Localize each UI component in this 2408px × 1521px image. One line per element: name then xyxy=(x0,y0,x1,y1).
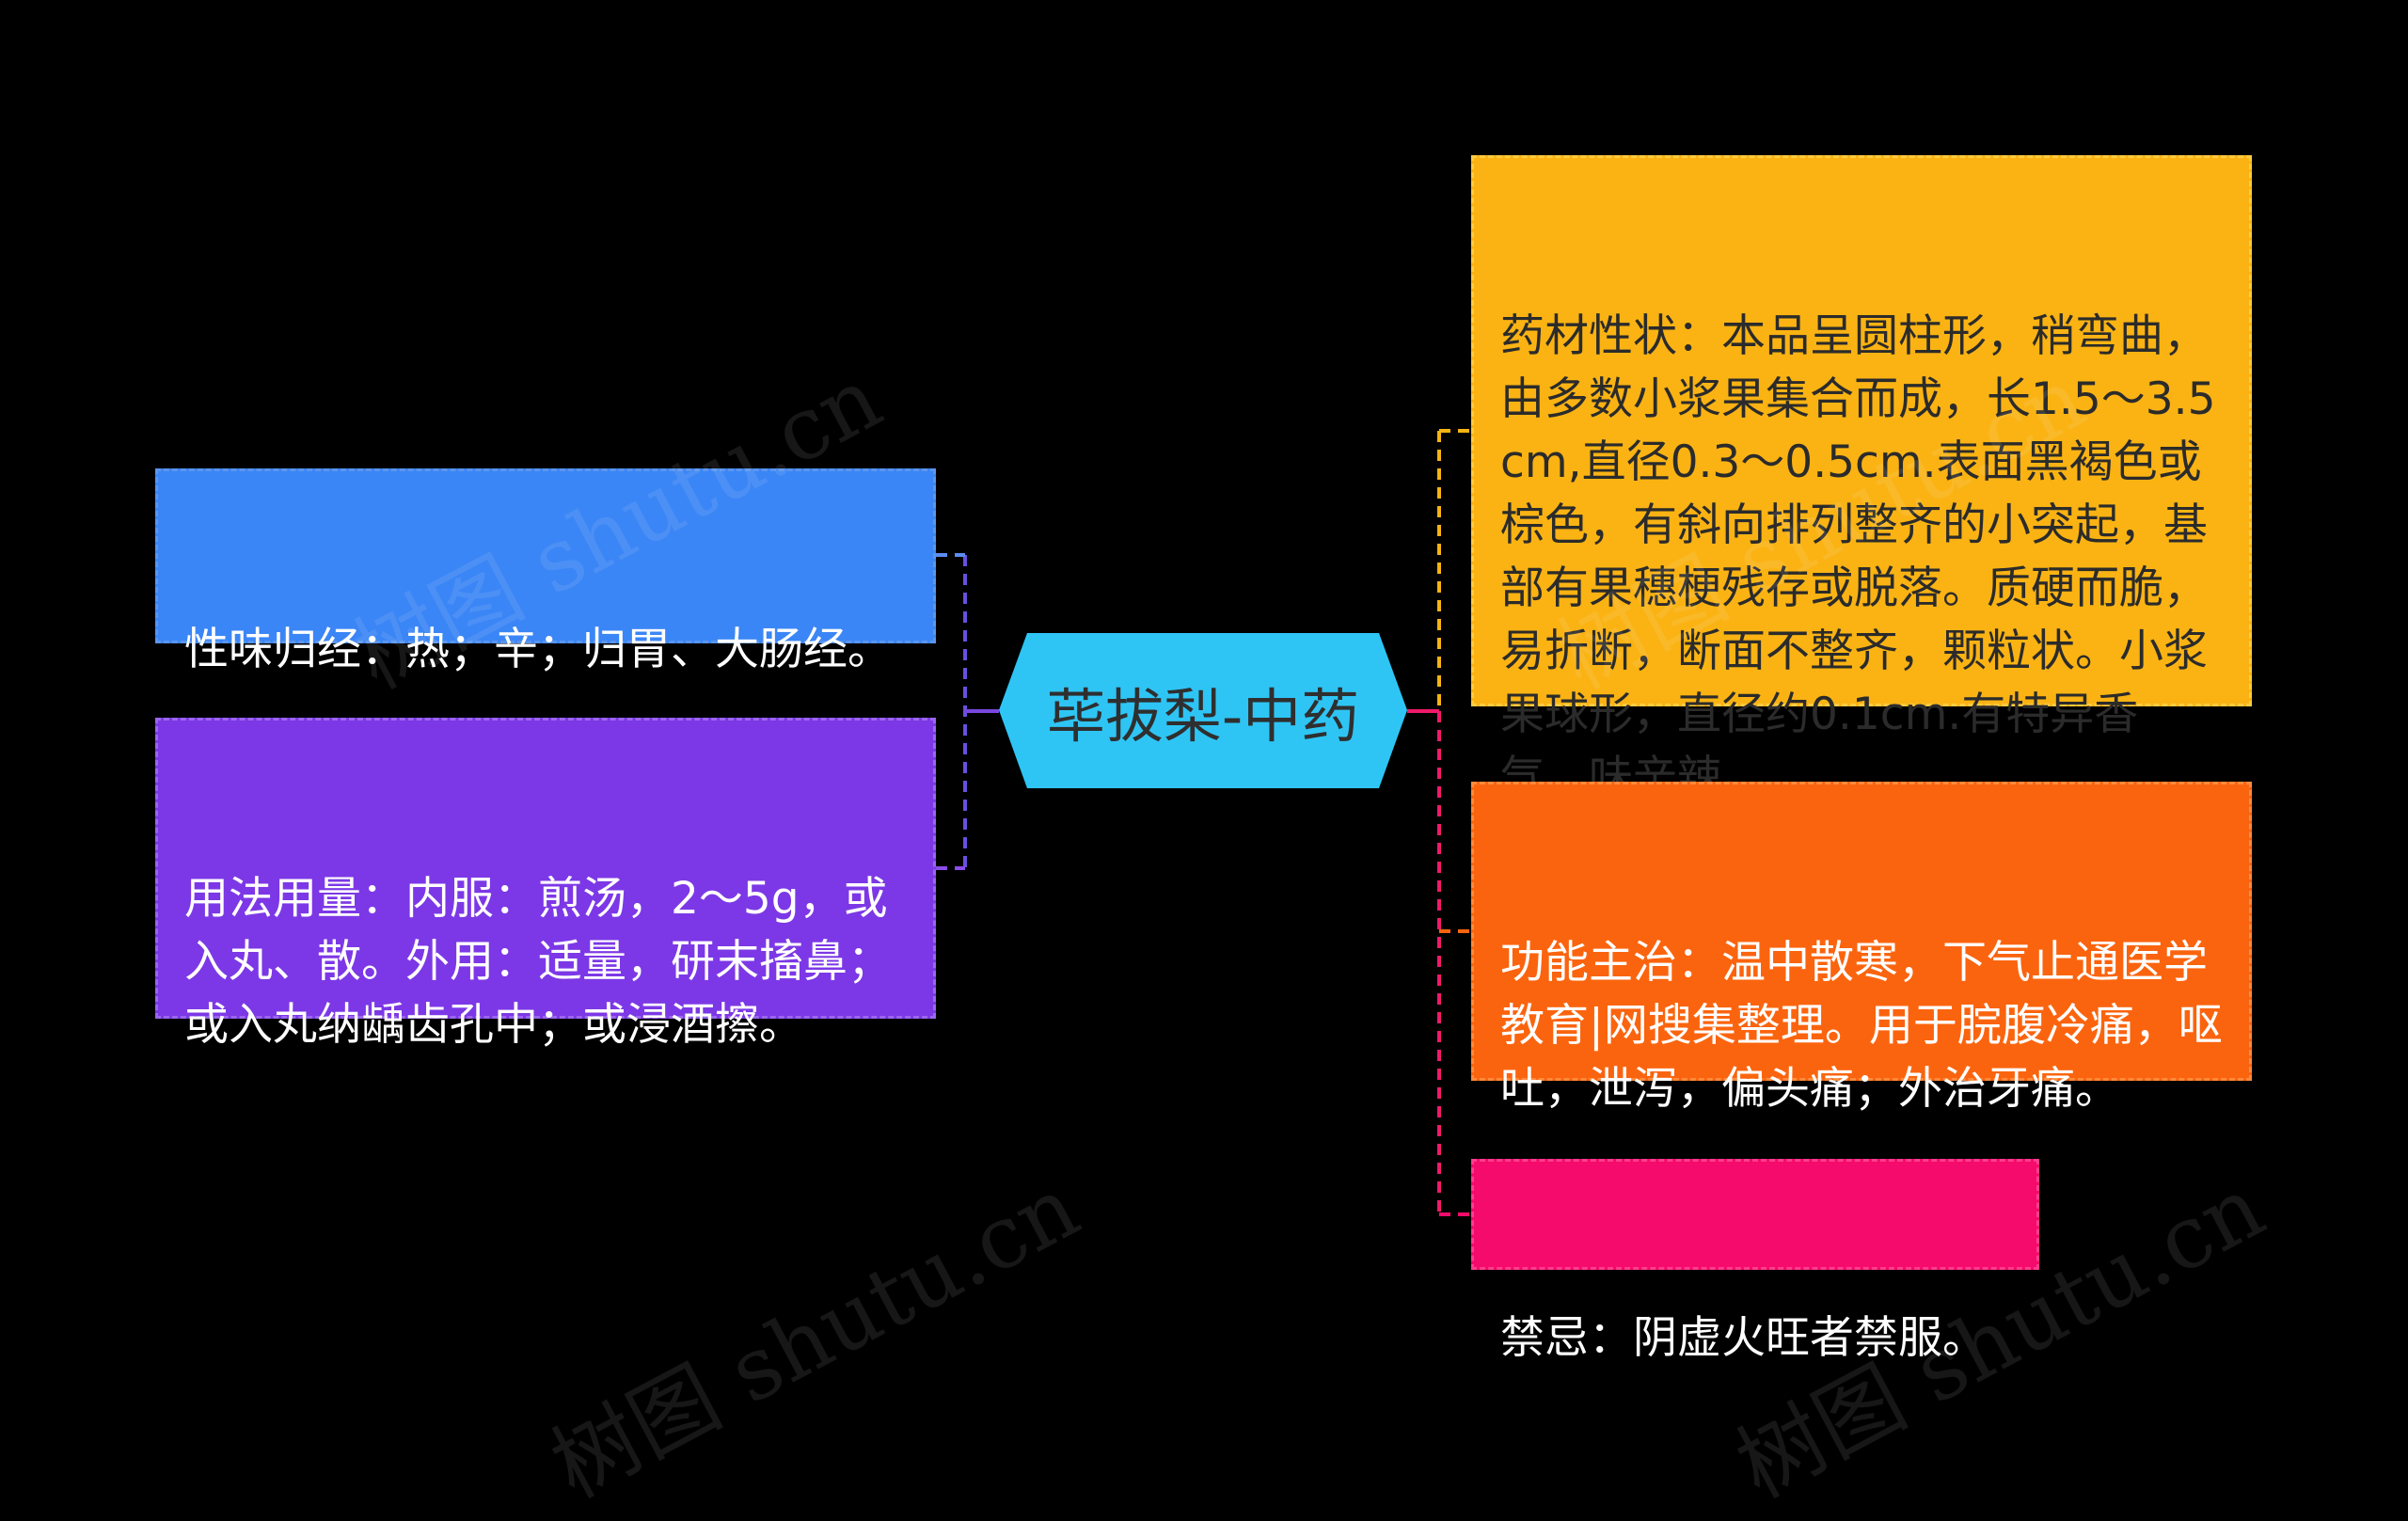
node-yaocai-xingzhuang-text: 药材性状：本品呈圆柱形，稍弯曲，由多数小浆果集合而成，长1.5～3.5cm,直径… xyxy=(1500,310,2216,803)
mindmap-canvas: 荜拔梨-中药 性味归经：热；辛；归胃、大肠经。 用法用量：内服：煎汤，2～5g，… xyxy=(155,155,2279,1517)
node-yaocai-xingzhuang[interactable]: 药材性状：本品呈圆柱形，稍弯曲，由多数小浆果集合而成，长1.5～3.5cm,直径… xyxy=(1471,155,2252,803)
node-xingwei-guijing-text: 性味归经：热；辛；归胃、大肠经。 xyxy=(184,624,892,675)
center-hexagon-shape xyxy=(999,633,1407,788)
node-gongneng-zhuzhi[interactable]: 功能主治：温中散寒，下气止通医学教育|网搜集整理。用于脘腹冷痛，呕吐，泄泻，偏头… xyxy=(1471,782,2252,1115)
node-yongfa-yongliang-text: 用法用量：内服：煎汤，2～5g，或入丸、散。外用：适量，研末搐鼻；或入丸纳龋齿孔… xyxy=(184,873,892,1051)
node-yongfa-yongliang[interactable]: 用法用量：内服：煎汤，2～5g，或入丸、散。外用：适量，研末搐鼻；或入丸纳龋齿孔… xyxy=(155,718,936,1051)
node-xingwei-guijing[interactable]: 性味归经：热；辛；归胃、大肠经。 xyxy=(155,468,936,675)
connector-lines xyxy=(936,429,1471,1216)
node-jinji-text: 禁忌：阴虚火旺者禁服。 xyxy=(1500,1312,1987,1364)
node-jinji[interactable]: 禁忌：阴虚火旺者禁服。 xyxy=(1471,1159,2039,1364)
center-node[interactable]: 荜拔梨-中药 xyxy=(999,633,1407,788)
node-gongneng-zhuzhi-text: 功能主治：温中散寒，下气止通医学教育|网搜集整理。用于脘腹冷痛，呕吐，泄泻，偏头… xyxy=(1500,937,2223,1115)
center-node-title: 荜拔梨-中药 xyxy=(1046,681,1360,751)
